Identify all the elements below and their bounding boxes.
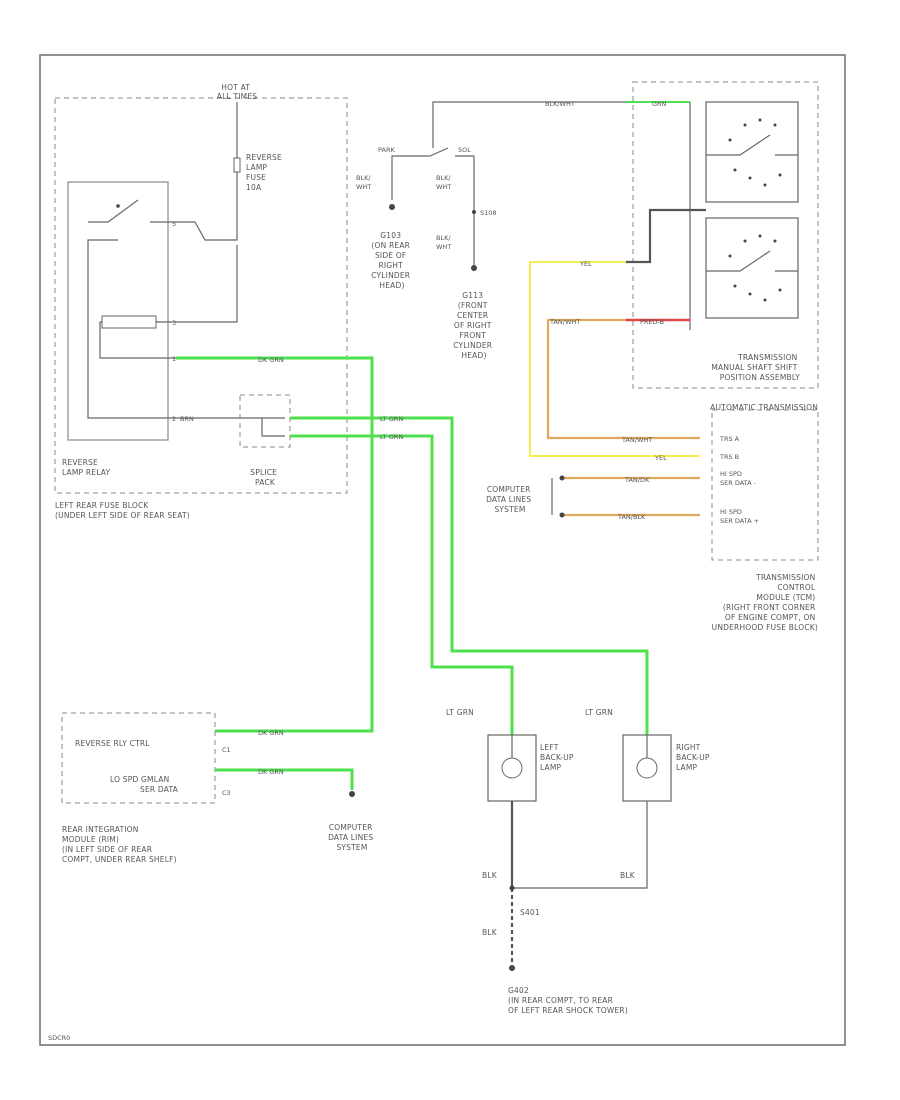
wire-tan-wht-label: TAN/WHT [549,318,580,326]
left-backup-lamp-bulb-icon [501,757,523,779]
wire-tan-dk-label: TAN/DK [624,476,650,484]
relay-pin-5: 5 [172,220,176,228]
relay-coil-return [156,245,238,323]
fuse-to-relay-wire [176,215,238,241]
park-sol-label: PARK [378,146,395,154]
s108-splice-icon [472,210,476,214]
blk-wht-label-lower: BLK/ WHT [436,234,453,251]
relay-coil [101,315,157,329]
left-backup-lamp-label: LEFT BACK-UP LAMP [540,743,576,772]
data-line-node-2 [559,512,565,518]
wire-dk-grn-label-3: DK GRN [258,768,284,776]
diagram-frame [39,54,846,1046]
c1-label: C1 [222,746,231,754]
lt-grn-right-label: LT GRN [585,708,613,717]
rim-outline [61,712,216,804]
hi-spd-ser-data-plus-label: HI SPD SER DATA + [720,508,759,525]
wire-dk-grn-label-2: DK GRN [258,729,284,737]
trans-switch-outline [632,81,819,389]
right-lamp-ground-wire [512,801,648,889]
blk-lower-label: BLK [482,928,498,937]
g113-ground-icon [471,265,477,271]
relay-pin-2: 2 [172,415,176,423]
left-rear-fuse-block-outline [54,97,348,494]
blk-wht-wire-top [432,101,626,148]
s401-label: S401 [520,908,540,917]
hi-spd-ser-data-minus-label: HI SPD SER DATA - [720,470,757,487]
blk-wht-label-left: BLK/ WHT [356,174,373,191]
wire-lt-grn-label-1: LT GRN [380,415,403,423]
park-sol-label-2: SOL [458,146,471,154]
blk-left-label: BLK [482,871,498,880]
wire-tan-blk-label: TAN/BLK [617,513,646,521]
trans-switch-label: TRANSMISSION MANUAL SHAFT SHIFT POSITION… [711,353,800,382]
computer-data-lines-label-1: COMPUTER DATA LINES SYSTEM [486,485,534,514]
reverse-lamp-fuse-label: REVERSE LAMP FUSE 10A [246,153,285,192]
reverse-rly-ctrl-label: REVERSE RLY CTRL [75,739,150,748]
rim-label: REAR INTEGRATION MODULE (RIM) (IN LEFT S… [62,825,177,864]
park-switch [429,147,449,157]
trans-switch-lower [705,217,799,319]
tan-wht-wire [546,318,700,440]
g103-label: G103 (ON REAR SIDE OF RIGHT CYLINDER HEA… [371,231,413,290]
lt-grn-left-label: LT GRN [446,708,474,717]
wire-lt-grn-label-2: LT GRN [380,433,403,441]
automatic-transmission-label: AUTOMATIC TRANSMISSION [710,403,818,412]
yel-wire [529,261,700,457]
relay-coil-wire [99,321,176,359]
switch-contacts-upper [706,118,798,187]
relay-pin-3: 3 [172,319,176,327]
relay-switch-contact [116,204,120,208]
tcm-outline [711,409,819,561]
s108-label: S108 [480,209,497,217]
wire-tan-wht2-label: TAN/WHT [621,436,652,444]
tcm-label: TRANSMISSION CONTROL MODULE (TCM) (RIGHT… [712,573,818,632]
trans-switch-internal-2 [626,208,706,264]
data-line-node-1 [559,475,565,481]
left-rear-fuse-block-label: LEFT REAR FUSE BLOCK (UNDER LEFT SIDE OF… [55,501,190,520]
lt-grn-wire-to-left-lamp [290,434,514,735]
relay-pin-1: 1 [172,355,176,363]
splice-pack-outline [239,394,291,448]
s401-splice-icon [509,885,515,891]
right-backup-lamp-label: RIGHT BACK-UP LAMP [676,743,712,772]
relay-internal-wire [87,239,176,419]
blk-wht-label-right: BLK/ WHT [436,174,453,191]
trans-switch-upper [705,101,799,203]
wire-dk-grn-label-1: DK GRN [258,356,284,364]
g402-ground-icon [509,965,515,971]
lo-spd-gmlan-label: LO SPD GMLAN SER DATA [110,775,179,794]
reverse-lamp-fuse [233,157,241,173]
wire-red-label: PRED-B [640,318,664,326]
g402-label: G402 (IN REAR COMPT, TO REAR OF LEFT REA… [508,986,628,1015]
reverse-lamp-relay-label: REVERSE LAMP RELAY [62,458,111,477]
g103-ground-icon [389,204,395,210]
dk-grn-wire-rim-data [215,768,354,790]
c3-label: C3 [222,789,231,797]
g113-label: G113 (FRONT CENTER OF RIGHT FRONT CYLIND… [453,291,495,360]
wire-grn-label: GRN [652,100,667,108]
park-sol-ground-wire [391,155,430,200]
trs-a-label: TRS A [719,435,740,443]
wire-brn-label: BRN [180,415,194,423]
right-backup-lamp-bulb-icon [636,757,658,779]
blk-right-label: BLK [620,871,636,880]
dk-grn-wire-relay-to-rim [176,356,374,733]
trs-b-label: TRS B [719,453,739,461]
wire-yel-label: YEL [579,260,592,268]
wire-yel2-label: YEL [654,454,667,462]
switch-contacts-lower [706,234,798,302]
splice-internal [261,418,285,437]
park-sol-wire [455,155,475,268]
splice-pack-label: SPLICE PACK [250,468,279,487]
relay-switch [88,199,139,223]
reverse-lamp-relay [67,181,169,441]
data-line-node-3 [349,791,355,797]
lt-grn-wire-to-right-lamp [290,416,649,735]
hot-at-all-times-label: HOT AT ALL TIMES [217,83,257,101]
wire-blk-wht-label: BLK/WHT [545,100,575,108]
computer-data-lines-label-2: COMPUTER DATA LINES SYSTEM [328,823,376,852]
diagram-code: SDCR0 [48,1034,70,1042]
